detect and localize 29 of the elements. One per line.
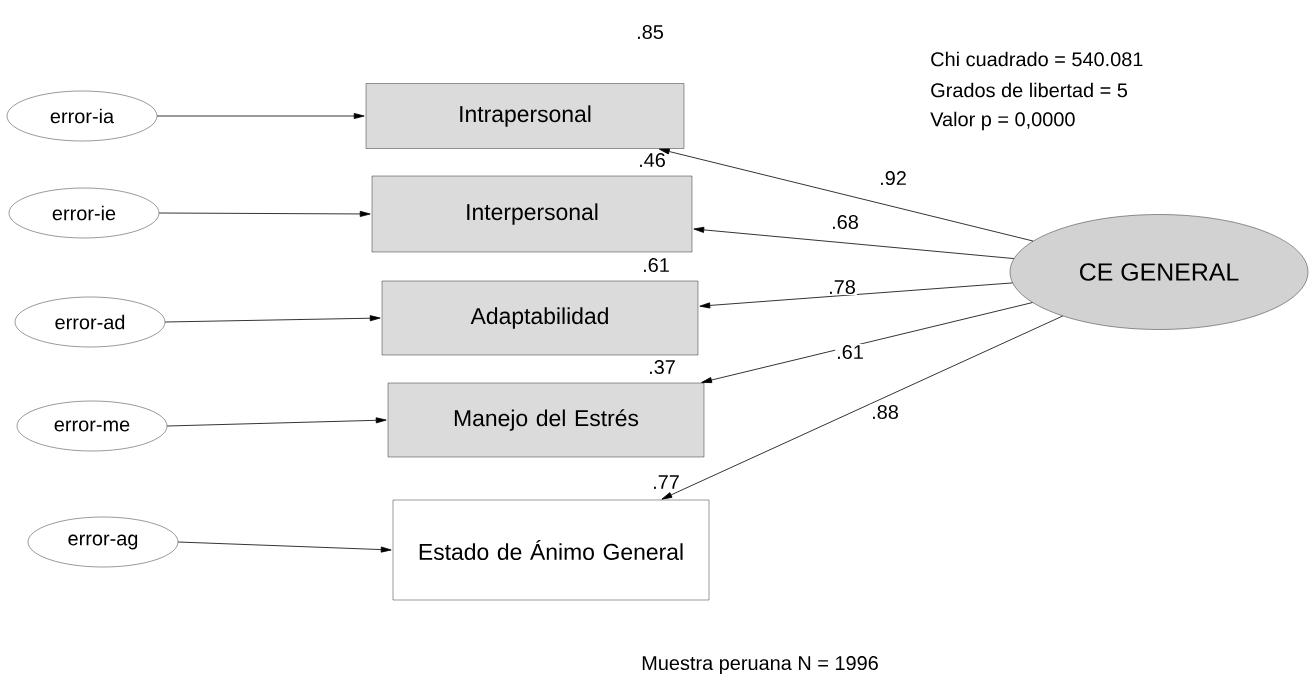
coefficient-label: .61: [643, 257, 669, 273]
arrow: [699, 282, 1013, 309]
arrow: [701, 302, 1033, 383]
edge-label: .92: [880, 170, 906, 186]
edge-label: .88: [872, 404, 898, 420]
edge-label: .61: [837, 344, 863, 360]
fit-statistic: Valor p = 0,0000: [930, 111, 1075, 131]
arrow: [166, 417, 387, 427]
variable-box: Adaptabilidad: [381, 280, 699, 356]
variable-box: Manejo del Estrés: [387, 382, 705, 458]
arrow: [164, 315, 381, 323]
edge-label: .68: [832, 214, 858, 230]
coefficient-label: .85: [637, 24, 664, 40]
variable-box: Estado de Ánimo General: [392, 499, 710, 601]
coefficient-label: .37: [649, 359, 675, 375]
sample-note: Muestra peruana N = 1996: [642, 656, 878, 675]
arrow: [156, 113, 365, 119]
coefficient-label: .46: [639, 152, 665, 168]
fit-statistic: Grados de libertad = 5: [931, 82, 1128, 98]
edge-label: .78: [829, 279, 855, 295]
coefficient-label: .77: [653, 475, 679, 489]
arrow: [177, 541, 392, 553]
fit-statistic: Chi cuadrado = 540.081: [931, 51, 1143, 67]
variable-box: Intrapersonal: [365, 83, 685, 149]
arrow: [658, 148, 1034, 242]
arrow: [661, 315, 1063, 500]
variable-box: Interpersonal: [371, 175, 693, 253]
arrow: [158, 210, 371, 217]
arrow: [693, 226, 1015, 259]
